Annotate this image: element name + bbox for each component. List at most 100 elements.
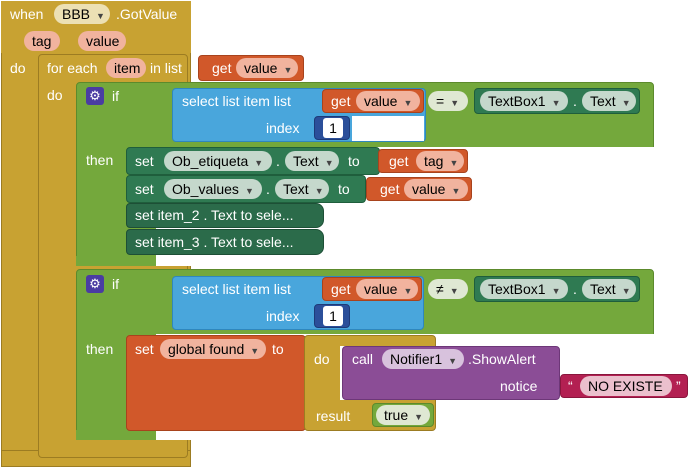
global-var-dropdown[interactable]: global found ▼: [160, 339, 266, 359]
chevron-down-icon: ▼: [551, 98, 561, 108]
property-dropdown[interactable]: Text ▼: [582, 279, 636, 299]
compare-op-dropdown[interactable]: =▼: [428, 91, 468, 111]
chevron-down-icon: ▼: [621, 98, 631, 108]
select-list-item-white-area: [352, 116, 424, 141]
gear-icon[interactable]: ⚙: [86, 87, 104, 105]
get-label: get: [389, 153, 409, 169]
property-label: Text: [293, 153, 319, 169]
component-label: TextBox1: [488, 93, 546, 109]
get-var-label: value: [412, 181, 446, 197]
chevron-down-icon: ▼: [450, 98, 460, 108]
get-label: get: [331, 281, 351, 297]
do-label: do: [314, 351, 330, 367]
component-dropdown[interactable]: Ob_values ▼: [164, 179, 262, 199]
to-label: to: [338, 181, 350, 197]
if2-label: if: [112, 276, 119, 292]
collapsed-label: set item_2 . Text to sele...: [135, 207, 294, 223]
chevron-down-icon: ▼: [250, 346, 260, 356]
notice-label: notice: [500, 378, 538, 394]
bool-dropdown[interactable]: true ▼: [376, 405, 430, 425]
call-label: call: [352, 351, 374, 367]
component-label: TextBox1: [488, 281, 546, 297]
component-label: Ob_values: [172, 181, 239, 197]
event-name-label: .GotValue: [116, 6, 178, 22]
event-component-dropdown[interactable]: BBB ▼: [54, 4, 110, 24]
property-dropdown[interactable]: Text ▼: [582, 91, 636, 111]
chevron-down-icon: ▼: [621, 286, 631, 296]
index-number[interactable]: 1: [323, 306, 343, 326]
collapsed-label: set item_3 . Text to sele...: [135, 234, 294, 250]
get-var-label: value: [364, 281, 398, 297]
get-var-label: value: [244, 60, 278, 76]
property-label: Text: [590, 93, 616, 109]
if1-label: if: [112, 88, 119, 104]
for-each-var[interactable]: item: [106, 58, 146, 78]
chevron-down-icon: ▼: [314, 186, 324, 196]
property-label: Text: [590, 281, 616, 297]
chevron-down-icon: ▼: [254, 158, 264, 168]
result-label: result: [316, 408, 351, 424]
chevron-down-icon: ▼: [403, 286, 413, 296]
chevron-down-icon: ▼: [324, 158, 334, 168]
get-label: get: [380, 181, 400, 197]
component-dropdown[interactable]: Ob_etiqueta▼: [164, 151, 272, 171]
event-component-label: BBB: [62, 6, 91, 22]
set-label: set: [135, 153, 154, 169]
property-label: Text: [283, 181, 309, 197]
dot-label: .: [276, 153, 280, 169]
chevron-down-icon: ▼: [403, 98, 413, 108]
if-block-2-bottom: [76, 430, 156, 440]
if-block-1-bottom: [76, 256, 156, 266]
chevron-down-icon: ▼: [451, 186, 461, 196]
chevron-down-icon: ▼: [283, 65, 293, 75]
index-label: index: [266, 120, 300, 136]
get-var-dropdown[interactable]: value ▼: [356, 279, 418, 299]
gear-icon[interactable]: ⚙: [86, 275, 104, 293]
chevron-down-icon: ▼: [244, 186, 254, 196]
global-var-label: global found: [168, 341, 245, 357]
get-var-dropdown[interactable]: value ▼: [404, 179, 468, 199]
to-label: to: [348, 153, 360, 169]
index-label: index: [266, 308, 300, 324]
component-dropdown[interactable]: TextBox1 ▼: [480, 91, 568, 111]
compare-op-label: ≠: [436, 281, 444, 297]
collapsed-set-item-2-block[interactable]: [126, 203, 324, 228]
set-label: set: [135, 341, 154, 357]
select-list-item-label: select list item list: [182, 93, 291, 109]
get-label: get: [212, 60, 232, 76]
set-label: set: [135, 181, 154, 197]
select-list-item-label: select list item list: [182, 281, 291, 297]
dot-label: .: [573, 93, 577, 109]
bool-label: true: [384, 407, 409, 423]
chevron-down-icon: ▼: [448, 356, 458, 366]
when-label: when: [10, 6, 44, 22]
close-quote: ”: [676, 378, 681, 394]
property-dropdown[interactable]: Text ▼: [275, 179, 329, 199]
then2-label: then: [86, 341, 114, 357]
param-value[interactable]: value: [78, 31, 126, 51]
open-quote: “: [568, 378, 573, 394]
dot-label: .: [573, 281, 577, 297]
for-each-label: for each: [47, 60, 98, 76]
to-label: to: [272, 341, 284, 357]
then1-label: then: [86, 152, 114, 168]
notifier-dropdown[interactable]: Notifier1 ▼: [382, 349, 464, 369]
chevron-down-icon: ▼: [414, 412, 424, 422]
get-var-dropdown[interactable]: value ▼: [236, 58, 298, 78]
compare-op-dropdown[interactable]: ≠▼: [428, 279, 468, 299]
get-var-dropdown[interactable]: value▼: [356, 91, 420, 111]
notifier-label: Notifier1: [390, 351, 443, 367]
chevron-down-icon: ▼: [551, 286, 561, 296]
property-dropdown[interactable]: Text ▼: [285, 151, 339, 171]
param-tag[interactable]: tag: [24, 31, 60, 51]
dot-label: .: [266, 181, 270, 197]
get-label: get: [331, 93, 351, 109]
index-number[interactable]: 1: [323, 118, 343, 138]
chevron-down-icon: ▼: [449, 286, 459, 296]
method-label: .ShowAlert: [468, 351, 536, 367]
chevron-down-icon: ▼: [96, 11, 105, 21]
string-field[interactable]: NO EXISTE: [580, 376, 672, 396]
component-dropdown[interactable]: TextBox1 ▼: [480, 279, 568, 299]
collapsed-set-item-3-block[interactable]: [126, 229, 324, 255]
get-var-dropdown[interactable]: tag▼: [416, 151, 464, 171]
